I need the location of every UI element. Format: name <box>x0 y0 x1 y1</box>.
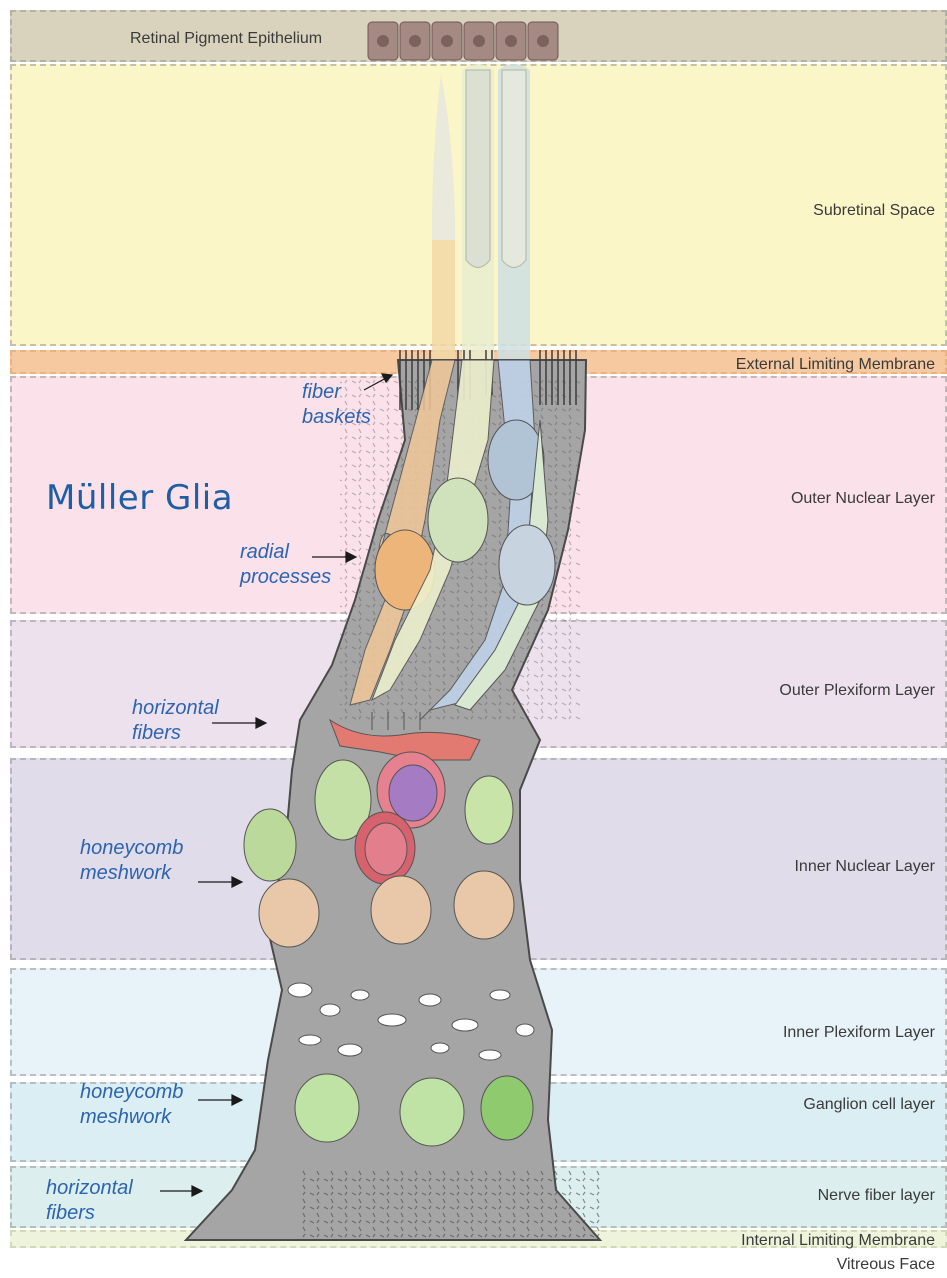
label-rpe: Retinal Pigment Epithelium <box>130 30 322 48</box>
annotation-line: horizontal <box>46 1176 133 1201</box>
label-external-limiting-membrane: External Limiting Membrane <box>736 356 935 374</box>
annotation-radial-processes: radial processes <box>240 540 331 590</box>
label-outer-nuclear-layer: Outer Nuclear Layer <box>791 490 935 508</box>
rpe-cells <box>368 22 558 60</box>
annotation-line: honeycomb <box>80 836 183 861</box>
label-internal-limiting-membrane: Internal Limiting Membrane <box>741 1232 935 1250</box>
annotation-line: processes <box>240 565 331 590</box>
ganglion-cells <box>295 1074 533 1146</box>
annotation-line: meshwork <box>80 861 183 886</box>
annotation-line: baskets <box>302 405 371 430</box>
annotation-horizontal-fibers-top: horizontal fibers <box>132 696 219 746</box>
label-vitreous-face: Vitreous Face <box>837 1256 935 1274</box>
annotation-line: horizontal <box>132 696 219 721</box>
label-inner-plexiform-layer: Inner Plexiform Layer <box>783 1024 935 1042</box>
label-nerve-fiber-layer: Nerve fiber layer <box>818 1187 935 1205</box>
annotation-line: radial <box>240 540 331 565</box>
annotation-line: honeycomb <box>80 1080 183 1105</box>
annotation-honeycomb-bottom: honeycomb meshwork <box>80 1080 183 1130</box>
annotation-horizontal-fibers-bottom: horizontal fibers <box>46 1176 133 1226</box>
label-ganglion-cell-layer: Ganglion cell layer <box>803 1096 935 1114</box>
annotation-line: meshwork <box>80 1105 183 1130</box>
label-inner-nuclear-layer: Inner Nuclear Layer <box>794 858 935 876</box>
annotation-fiber-baskets: fiber baskets <box>302 380 371 430</box>
annotation-line: fiber <box>302 380 371 405</box>
label-outer-plexiform-layer: Outer Plexiform Layer <box>779 682 935 700</box>
annotation-honeycomb-top: honeycomb meshwork <box>80 836 183 886</box>
diagram-title: Müller Glia <box>46 478 233 518</box>
annotation-line: fibers <box>46 1201 133 1226</box>
photoreceptors <box>432 64 530 360</box>
label-subretinal-space: Subretinal Space <box>813 202 935 220</box>
annotation-line: fibers <box>132 721 219 746</box>
